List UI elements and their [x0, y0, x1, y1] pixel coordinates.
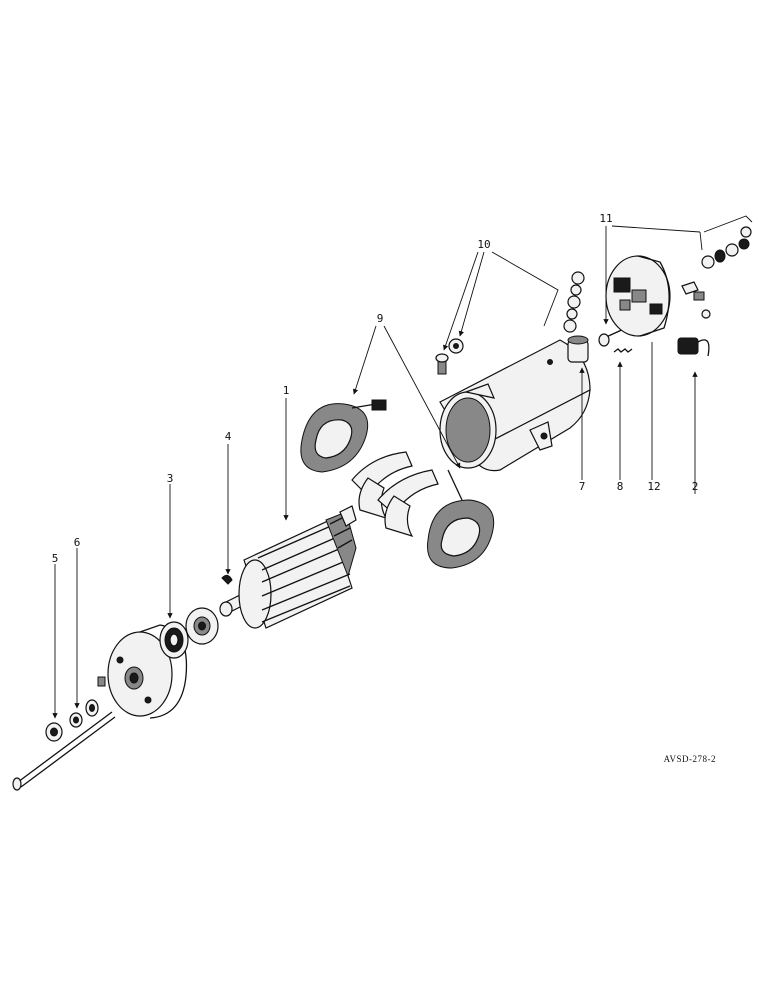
thrust-washer [185, 607, 219, 645]
callout-6: 6 [74, 536, 81, 549]
callout-1: 1 [283, 384, 290, 397]
through-bolt [12, 711, 116, 791]
callout-2: 2 [692, 480, 699, 493]
washer-part-6 [69, 712, 83, 728]
hardware-set-part-11 [681, 226, 752, 319]
terminal-nut-10b [448, 338, 464, 354]
callout-12: 12 [647, 480, 660, 493]
pole-shoe-upper [351, 451, 413, 520]
field-frame-housing [439, 339, 591, 472]
callout-11: 11 [599, 212, 612, 225]
callout-10: 10 [477, 238, 490, 251]
key-part-4 [221, 574, 233, 585]
callout-8: 8 [617, 480, 624, 493]
drive-end-plate [107, 624, 188, 719]
pole-shoe-lower [377, 469, 439, 538]
callout-numbers: 1 2 3 4 5 6 7 8 9 10 11 12 [52, 212, 699, 565]
brush-spring-part-8 [598, 327, 633, 353]
commutator-end-plate-part-12 [605, 255, 671, 337]
nut-part-5 [45, 722, 63, 742]
bushing-part-7 [567, 335, 589, 363]
callout-9: 9 [377, 312, 384, 325]
callout-7: 7 [579, 480, 586, 493]
callout-3: 3 [167, 472, 174, 485]
brush-part-2 [677, 337, 710, 357]
armature-part-1 [219, 505, 357, 629]
leader-lines [52, 215, 753, 719]
terminal-hardware-stack [563, 271, 585, 333]
field-coil-lower [427, 469, 495, 569]
callout-4: 4 [225, 430, 232, 443]
reference-code: AVSD-278-2 [664, 754, 716, 764]
terminal-screw-10a [435, 353, 449, 375]
small-screw [97, 676, 106, 687]
callout-5: 5 [52, 552, 59, 565]
spacer-washer [85, 699, 99, 717]
field-coil-upper [300, 399, 387, 473]
bearing-part-3 [159, 621, 189, 659]
